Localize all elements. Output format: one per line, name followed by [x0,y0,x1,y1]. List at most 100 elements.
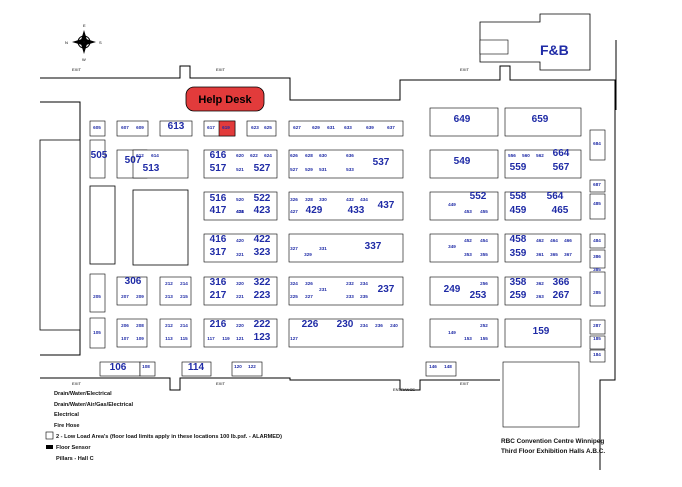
booth-label: 113 [165,336,173,341]
booth-label: 123 [254,332,271,343]
booth-label: 320 [236,281,244,286]
booth-label: 263 [536,294,544,299]
booth-label: 146 [429,364,437,369]
booth-label: 549 [454,156,471,167]
booth-label: 234 [360,281,368,286]
booth-label: 322 [254,277,271,288]
booth-label: 505 [91,150,108,161]
booth-label: 234 [360,323,368,328]
booth-label: 631 [327,125,335,130]
booth-label: 628 [305,153,313,158]
booth-label: 531 [319,167,327,172]
booth-label: 119 [222,336,230,341]
booth-label: 454 [480,238,488,243]
help-desk[interactable]: Help Desk [185,86,265,112]
booth-label: 529 [305,167,313,172]
booth-label: 217 [210,290,227,301]
exit-label: EXIT [460,67,469,72]
booth-label: 359 [510,248,527,259]
booth-label: 114 [188,362,205,373]
booth-label: 385 [593,267,601,272]
booth-label: 209 [136,294,144,299]
legend-item: Drain/Water/Electrical [54,391,112,397]
legend-item: Drain/Water/Air/Gas/Electrical [54,402,134,408]
booth-label: 507 [125,155,142,166]
booth-label: 552 [470,191,487,202]
booth-label: 149 [448,330,456,335]
booth-label: 184 [593,352,601,357]
booth-label: 216 [210,319,227,330]
booth-label: 427 [290,209,298,214]
booth-label: 185 [593,336,601,341]
booth-label: 521 [236,167,244,172]
booth-label: 267 [553,290,570,301]
booth-label: 605 [93,125,101,130]
booth-label: 326 [305,281,313,286]
booth-label: 329 [304,252,312,257]
booth-label: 365 [550,252,558,257]
booth-label: 637 [387,125,395,130]
exit-label: EXIT [216,381,225,386]
booth-label: 517 [210,163,227,174]
booth-label: 205 [93,294,101,299]
booth-label: 233 [346,294,354,299]
left-structures [39,139,189,349]
booth-label: 516 [210,193,227,204]
booth-label: 617 [207,125,215,130]
compass-rose-icon: E N S W [65,23,102,62]
booth-label: 607 [121,125,129,130]
booth-label: 613 [168,121,185,132]
booth-label: 520 [236,197,244,202]
booth-label: 649 [454,114,471,125]
exit-label: EXIT [72,381,81,386]
booth-label: 464 [550,238,558,243]
booth-label: 433 [348,205,365,216]
legend: Drain/Water/Electrical Drain/Water/Air/G… [45,391,282,462]
footer-line2: Third Floor Exhibition Halls A.B.C. [501,448,605,455]
booth-label: 215 [180,294,188,299]
booth-label: 108 [142,364,150,369]
booth-label: 416 [236,209,244,214]
booth-label: 624 [264,153,272,158]
low-load-icon [45,431,54,440]
booth-label: 223 [254,290,271,301]
booth-label: 109 [136,336,144,341]
booth-label: 452 [464,238,472,243]
booth-label: 259 [510,290,527,301]
booth-label: 321 [236,252,244,257]
booth-label: 212 [165,281,173,286]
booth-label: 148 [444,364,452,369]
booth-label: 316 [210,277,227,288]
booth-label: 513 [143,163,160,174]
booth-label: 386 [593,254,601,259]
booth-label: 562 [536,153,544,158]
booth-label: 366 [553,277,570,288]
booth-label: 429 [306,205,323,216]
hall-walls [40,40,617,470]
booth-label: 252 [480,323,488,328]
highlighted-booth [218,120,236,137]
booth-label: 626 [290,153,298,158]
booth-label: 625 [264,125,272,130]
booth-label: 155 [480,336,488,341]
booth-label: 639 [366,125,374,130]
compass-n: N [65,40,68,45]
booth-label: 221 [236,294,244,299]
booth-label: 630 [319,153,327,158]
booth-label: 455 [480,209,488,214]
booth-label: 214 [180,281,188,286]
booth-label: 564 [547,191,564,202]
exit-label: EXIT [460,381,469,386]
legend-item: 2 - Low Load Area's (floor load limits a… [56,434,282,440]
help-desk-label: Help Desk [198,94,252,106]
booth-label: 687 [593,182,601,187]
booth-label: 367 [564,252,572,257]
booth-label: 324 [290,281,298,286]
booth-label: 213 [165,294,173,299]
booth-label: 331 [319,246,327,251]
booth-label: 418 [236,209,244,214]
booth-blocks [89,107,606,428]
booth-label: 256 [480,281,488,286]
booth-label: 614 [151,153,159,158]
booth-label: 122 [248,364,256,369]
